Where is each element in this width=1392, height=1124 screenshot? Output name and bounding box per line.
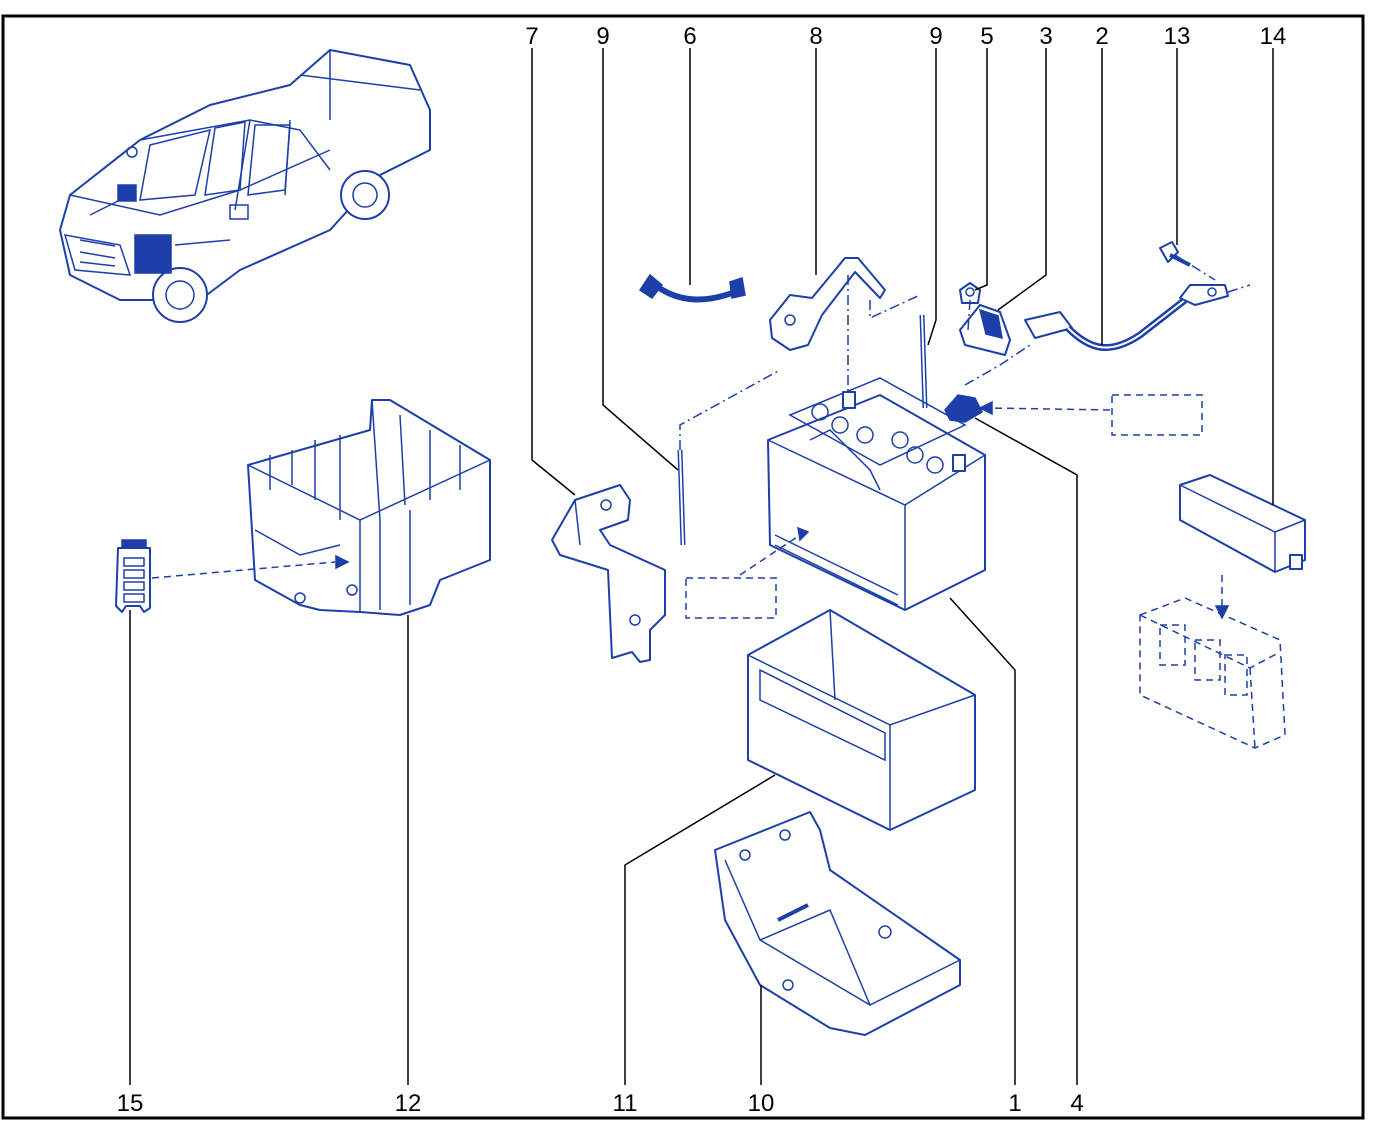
callout-label: 6	[683, 23, 696, 50]
callout-label: 2	[1095, 23, 1108, 50]
leader-lines	[129, 48, 1274, 1085]
part-7-bracket	[551, 484, 666, 663]
part-9-rod-right	[919, 314, 928, 409]
arrow-head	[978, 400, 993, 416]
part-4-negative-terminal	[944, 394, 983, 423]
part-13-bolt	[1159, 241, 1191, 267]
part-10-battery-tray	[714, 811, 961, 1036]
callout-label: 9	[929, 23, 942, 50]
callout-label: 15	[117, 1090, 144, 1117]
battery-dash-box	[685, 577, 777, 619]
callout-label: 14	[1260, 23, 1287, 50]
callout-label: 9	[596, 23, 609, 50]
terminal-arrow	[989, 407, 1111, 411]
callout-labels-bottom: 15 12 11 10 1 4	[117, 1090, 1084, 1117]
vehicle-locator-drawing	[59, 49, 431, 323]
terminal-dashline	[964, 344, 1031, 386]
part-6-short-cable	[638, 273, 746, 303]
callout-label: 13	[1164, 23, 1191, 50]
terminal-dash-box	[1111, 394, 1203, 436]
callout-label: 1	[1008, 1090, 1021, 1117]
arrow-head	[797, 526, 810, 542]
callout-label: 11	[613, 1090, 638, 1117]
callout-label: 12	[395, 1090, 422, 1117]
part-11-battery-insulator	[747, 609, 976, 831]
cable-end-dashline	[1227, 284, 1251, 293]
callout-label: 10	[748, 1090, 775, 1117]
arrow-head	[335, 554, 350, 570]
part-12-battery-housing	[247, 399, 491, 616]
clamp-dashline-2	[869, 294, 921, 320]
callout-label: 5	[980, 23, 993, 50]
part-5-nut	[959, 282, 981, 304]
fuse-box-ghost	[1139, 597, 1286, 749]
part-9-rod-left	[677, 449, 686, 546]
part-14-fuse-box-cover	[1179, 474, 1306, 573]
part-2-battery-cable	[1024, 284, 1229, 352]
part-8-hold-down-clamp	[769, 257, 886, 351]
rod-left-dashline	[679, 369, 781, 450]
callout-label: 7	[525, 23, 538, 50]
arrow-head	[1214, 605, 1230, 620]
part-1-battery	[767, 377, 986, 611]
callout-label: 8	[809, 23, 822, 50]
part-15-fuse-holder	[115, 539, 151, 613]
callout-label: 4	[1070, 1090, 1083, 1117]
frame-border	[1, 14, 1365, 1120]
nut-dashline	[967, 299, 971, 331]
part-3-terminal-connector	[959, 304, 1011, 356]
callout-labels-top: 7 9 6 8 9 5 3 2 13 14	[525, 23, 1286, 50]
callout-label: 3	[1039, 23, 1052, 50]
fuse-holder-fit-arrow	[151, 561, 336, 579]
battery-dash-arrow	[739, 534, 801, 576]
